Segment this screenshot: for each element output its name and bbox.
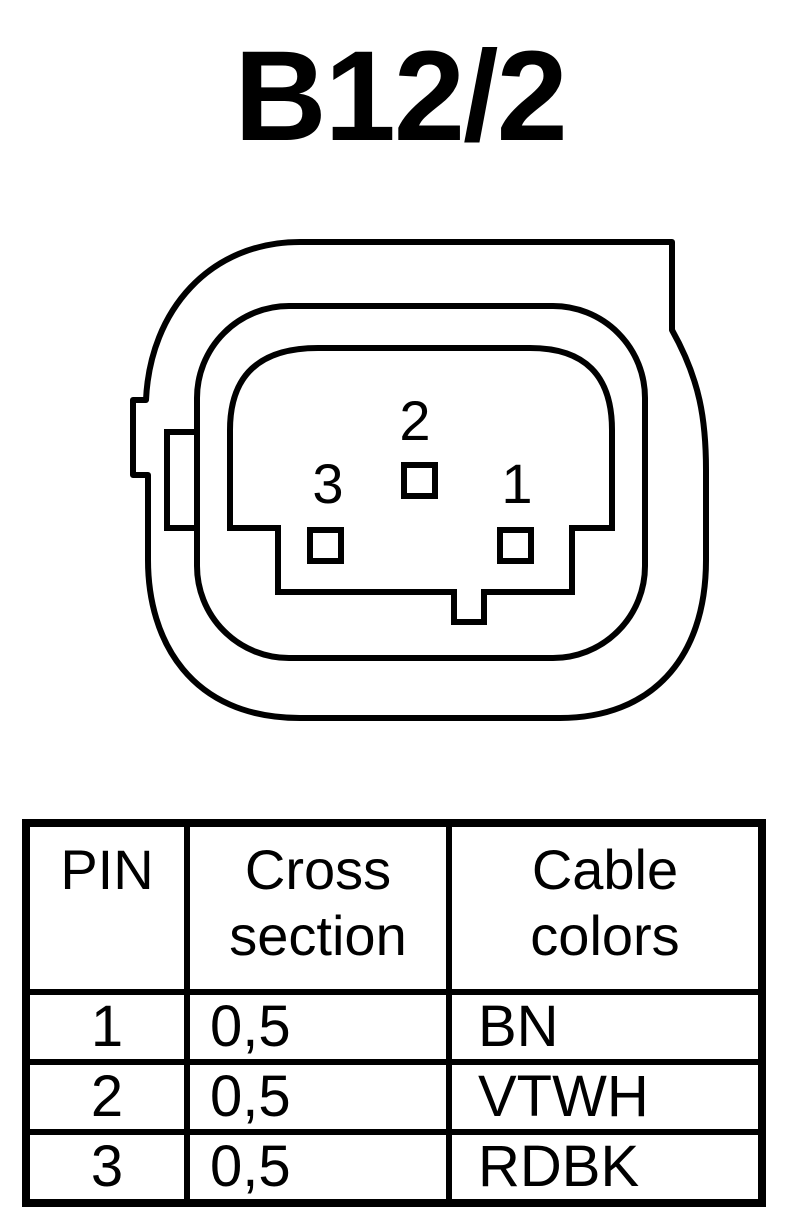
header-cross-line2: section xyxy=(229,904,407,967)
pin-2-contact xyxy=(401,462,438,499)
header-color-line1: Cable xyxy=(531,838,679,901)
table-row: 2 0,5 VTWH xyxy=(23,1059,765,1135)
connector-housing-outline xyxy=(130,239,709,721)
pin-1-contact xyxy=(497,527,534,564)
header-cross-line1: Cross xyxy=(244,838,392,901)
side-latch xyxy=(164,429,200,531)
pin-assignment-table: PIN Cross section Cable colors 1 0,5 BN … xyxy=(22,819,766,1207)
cell-pin: 2 xyxy=(23,1059,190,1135)
inner-frame xyxy=(194,303,648,661)
connector-title: B12/2 xyxy=(234,25,568,168)
header-color-line2: colors xyxy=(530,904,680,967)
header-cross-section: Cross section xyxy=(184,820,452,995)
header-cable-colors: Cable colors xyxy=(446,820,765,995)
table-header-row: PIN Cross section Cable colors xyxy=(23,820,765,995)
pin-cavity xyxy=(227,345,615,625)
pin-label-2: 2 xyxy=(399,389,430,452)
connector-diagram: 2 3 1 xyxy=(130,239,709,721)
table-row: 3 0,5 RDBK xyxy=(23,1129,765,1206)
header-pin: PIN xyxy=(23,820,190,995)
cell-cross-section: 0,5 xyxy=(184,1129,452,1206)
cell-cross-section: 0,5 xyxy=(184,1059,452,1135)
pin-label-1: 1 xyxy=(501,452,532,515)
table-row: 1 0,5 BN xyxy=(23,989,765,1065)
pin-label-3: 3 xyxy=(312,452,343,515)
pin-3-contact xyxy=(307,527,344,564)
header-pin-text: PIN xyxy=(60,838,154,901)
cell-pin: 1 xyxy=(23,989,190,1065)
cell-cable-color: VTWH xyxy=(446,1059,765,1135)
cell-cable-color: RDBK xyxy=(446,1129,765,1206)
cell-cross-section: 0,5 xyxy=(184,989,452,1065)
cell-pin: 3 xyxy=(23,1129,190,1206)
cell-cable-color: BN xyxy=(446,989,765,1065)
